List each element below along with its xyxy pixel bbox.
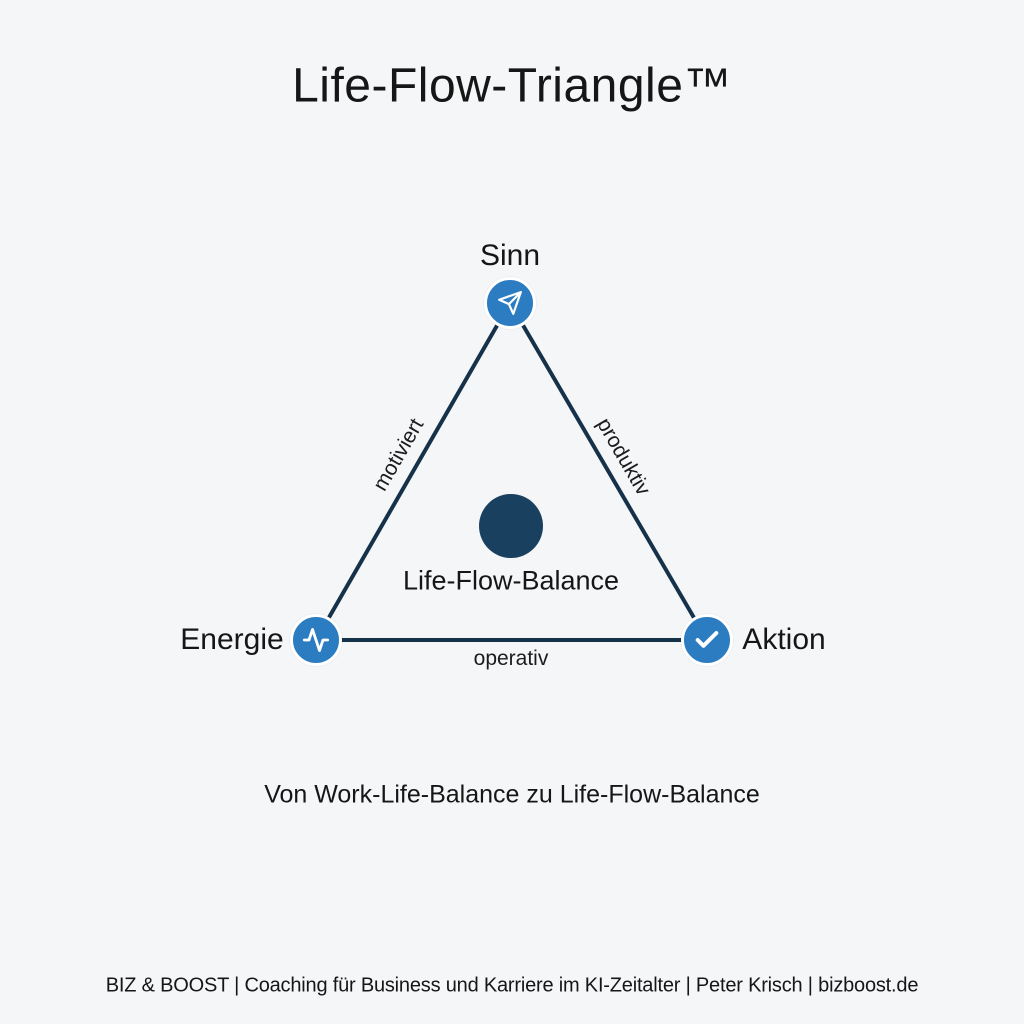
check-icon (695, 631, 719, 648)
center-balance-label: Life-Flow-Balance (402, 565, 620, 596)
node-circle-energie (290, 614, 342, 666)
node-circle-sinn (484, 277, 536, 329)
triangle-edge-right-line (508, 301, 709, 642)
page-title: Life-Flow-Triangle™ (292, 59, 732, 113)
subtitle: Von Work-Life-Balance zu Life-Flow-Balan… (264, 780, 760, 809)
node-label-aktion: Aktion (742, 623, 826, 656)
node-label-energie: Energie (180, 623, 284, 656)
node-label-sinn: Sinn (479, 239, 541, 272)
edge-label-operativ: operativ (473, 647, 549, 670)
node-circle-aktion (681, 614, 733, 666)
center-balance-circle (479, 494, 543, 558)
pulse-icon (302, 628, 330, 652)
triangle-edge-left-line (314, 302, 512, 641)
footer-credit: BIZ & BOOST | Coaching für Business und … (105, 974, 919, 997)
send-icon (498, 291, 522, 315)
